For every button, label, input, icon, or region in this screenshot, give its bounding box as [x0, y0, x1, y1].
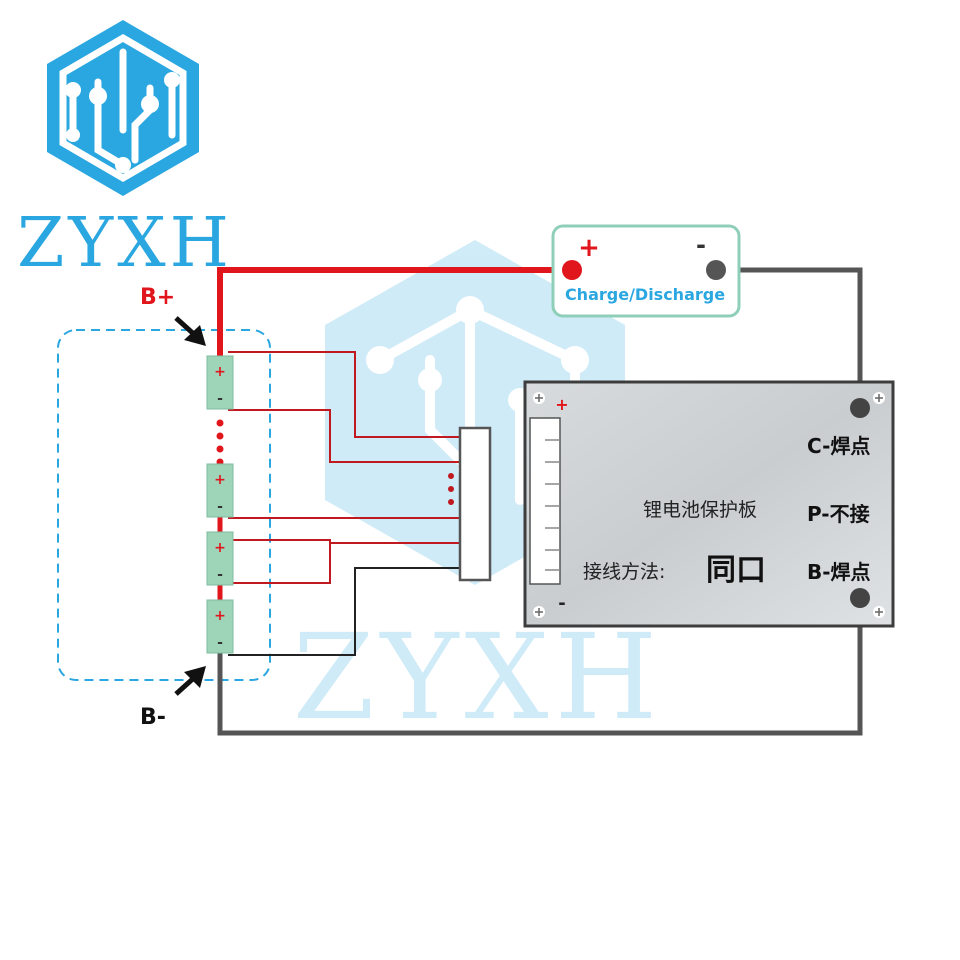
balance-wires: [228, 351, 462, 584]
battery-cell-1: + -: [206, 355, 234, 410]
charge-negative-terminal: [706, 260, 726, 280]
balance-connector-plug: [458, 426, 492, 582]
cell-plus: +: [214, 608, 226, 624]
board-title: 锂电池保护板: [643, 499, 757, 521]
socket-plus-label: +: [555, 395, 568, 414]
positive-main-wire: [217, 267, 572, 356]
charge-discharge-box: + - Charge/Discharge: [551, 224, 741, 318]
battery-pack-outline: [57, 329, 271, 681]
protection-board: + - 锂电池保护板 接线方法: 同口 C-焊点 P-不接 B-焊点: [523, 380, 895, 628]
b-minus-arrow-icon: [174, 666, 206, 696]
cell-minus: -: [217, 567, 223, 583]
balance-ellipsis: [448, 473, 454, 505]
cell-minus: -: [217, 391, 223, 407]
battery-cell-4: + -: [206, 599, 234, 654]
wiring-method-value: 同口: [706, 553, 766, 588]
wiring-method-label: 接线方法:: [583, 561, 665, 583]
cell-plus: +: [214, 364, 226, 380]
watermark-text: ZYXH: [293, 608, 664, 746]
c-terminal-label: C-焊点: [807, 434, 870, 458]
balance-socket: [529, 417, 561, 585]
b-minus-label: B-: [140, 705, 166, 730]
c-terminal-pad: [850, 398, 870, 418]
battery-cell-3: + -: [206, 531, 234, 586]
b-plus-label: B+: [140, 285, 175, 310]
battery-cell-2: + -: [206, 463, 234, 518]
b-terminal-label: B-焊点: [807, 560, 871, 584]
cell-plus: +: [214, 472, 226, 488]
p-terminal-label: P-不接: [807, 502, 870, 526]
charge-positive-terminal: [562, 260, 582, 280]
cell-minus: -: [217, 499, 223, 515]
charge-negative-wire: [716, 267, 863, 408]
watermark: ZYXH: [293, 240, 664, 746]
charge-minus-label: -: [696, 231, 706, 259]
brand-name: ZYXH: [17, 204, 233, 283]
battery-cells: + - + - + - + -: [206, 355, 234, 654]
negative-main-wire: [217, 598, 863, 736]
b-plus-arrow-icon: [174, 316, 206, 346]
cell-plus: +: [214, 540, 226, 556]
balance-wire-negative: [228, 567, 462, 656]
cell-minus: -: [217, 635, 223, 651]
b-terminal-pad: [850, 588, 870, 608]
cell-series-dots: [216, 419, 224, 466]
socket-minus-label: -: [558, 593, 565, 614]
brand-logo: ZYXH: [17, 20, 233, 283]
charge-plus-label: +: [578, 233, 600, 263]
charge-discharge-label: Charge/Discharge: [565, 285, 725, 304]
